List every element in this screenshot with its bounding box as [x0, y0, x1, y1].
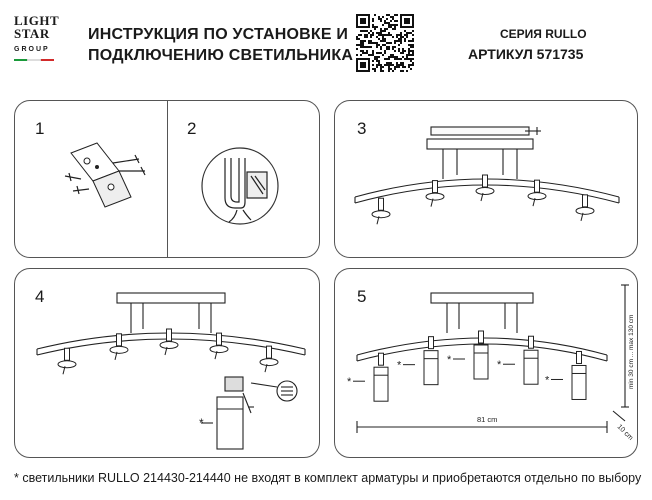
spotlight-head — [209, 332, 229, 360]
brand-logo: LIGHT STAR GROUP — [14, 14, 68, 74]
step-number-1: 1 — [35, 119, 45, 138]
spotlight-head — [475, 174, 495, 202]
logo-flag — [14, 59, 54, 61]
fixture-dimensions-illustration: * * * * * min 30 cm ... max 130 cm 81 cm 10 … — [347, 284, 635, 442]
fixture-assembly-illustration-4: * — [36, 292, 306, 450]
accessory-star-label: * — [447, 354, 452, 366]
flag-white — [27, 59, 41, 61]
article-number: АРТИКУЛ 571735 — [468, 46, 584, 62]
step-number-3: 3 — [357, 119, 367, 138]
spotlight-head: * — [497, 335, 539, 385]
spotlight-head — [159, 328, 179, 356]
document-title: ИНСТРУКЦИЯ ПО УСТАНОВКЕ И ПОДКЛЮЧЕНИЮ СВ… — [88, 24, 353, 66]
spotlight-head: * — [397, 336, 439, 386]
spotlight-head — [527, 179, 547, 207]
depth-dimension-label: 10 cm — [616, 423, 635, 442]
accessory-star-label: * — [347, 376, 352, 388]
detail-star-label: * — [199, 416, 204, 430]
spotlight-head: * — [447, 330, 489, 380]
title-line-1: ИНСТРУКЦИЯ ПО УСТАНОВКЕ И — [88, 26, 349, 43]
accessory-star-label: * — [545, 374, 550, 386]
wire-connection-illustration — [201, 147, 279, 225]
title-line-2: ПОДКЛЮЧЕНИЮ СВЕТИЛЬНИКА — [88, 47, 354, 64]
fixture-assembly-illustration-3 — [354, 126, 620, 225]
mounting-bracket-illustration — [64, 142, 146, 208]
spotlight-head — [109, 333, 129, 360]
footnote: * светильники RULLO 214430-214440 не вхо… — [14, 471, 642, 485]
panel-step-3: 3 — [334, 100, 638, 258]
width-dimension-label: 81 cm — [477, 415, 497, 424]
spotlight-head — [575, 194, 595, 221]
panel-step-5: 5 * * * * * min 30 cm ... max 130 cm 81 cm 1… — [334, 268, 638, 458]
spotlight-head: * — [545, 350, 587, 400]
accessory-star-label: * — [397, 360, 402, 372]
step-number-5: 5 — [357, 287, 367, 306]
spotlight-head: * — [347, 352, 389, 402]
logo-line-2: STAR — [14, 26, 50, 41]
panel-step-4: 4 * — [14, 268, 320, 458]
panel-steps-1-2: 1 2 — [14, 100, 320, 258]
spotlight-head — [371, 197, 391, 225]
step-number-4: 4 — [35, 287, 45, 306]
logo-line-1: LIGHT — [14, 13, 60, 28]
spotlight-head — [259, 345, 279, 373]
flag-green — [14, 59, 28, 61]
height-dimension-label: min 30 cm ... max 130 cm — [628, 315, 635, 389]
accessory-star-label: * — [497, 359, 502, 371]
spotlight-head — [57, 347, 77, 375]
qr-code-icon — [356, 14, 414, 72]
spotlight-head — [425, 180, 445, 207]
panel-divider — [167, 101, 169, 257]
flag-red — [40, 59, 54, 61]
series-label: СЕРИЯ RULLO — [500, 27, 587, 41]
step-number-2: 2 — [187, 119, 197, 138]
logo-line-3: GROUP — [14, 46, 50, 53]
